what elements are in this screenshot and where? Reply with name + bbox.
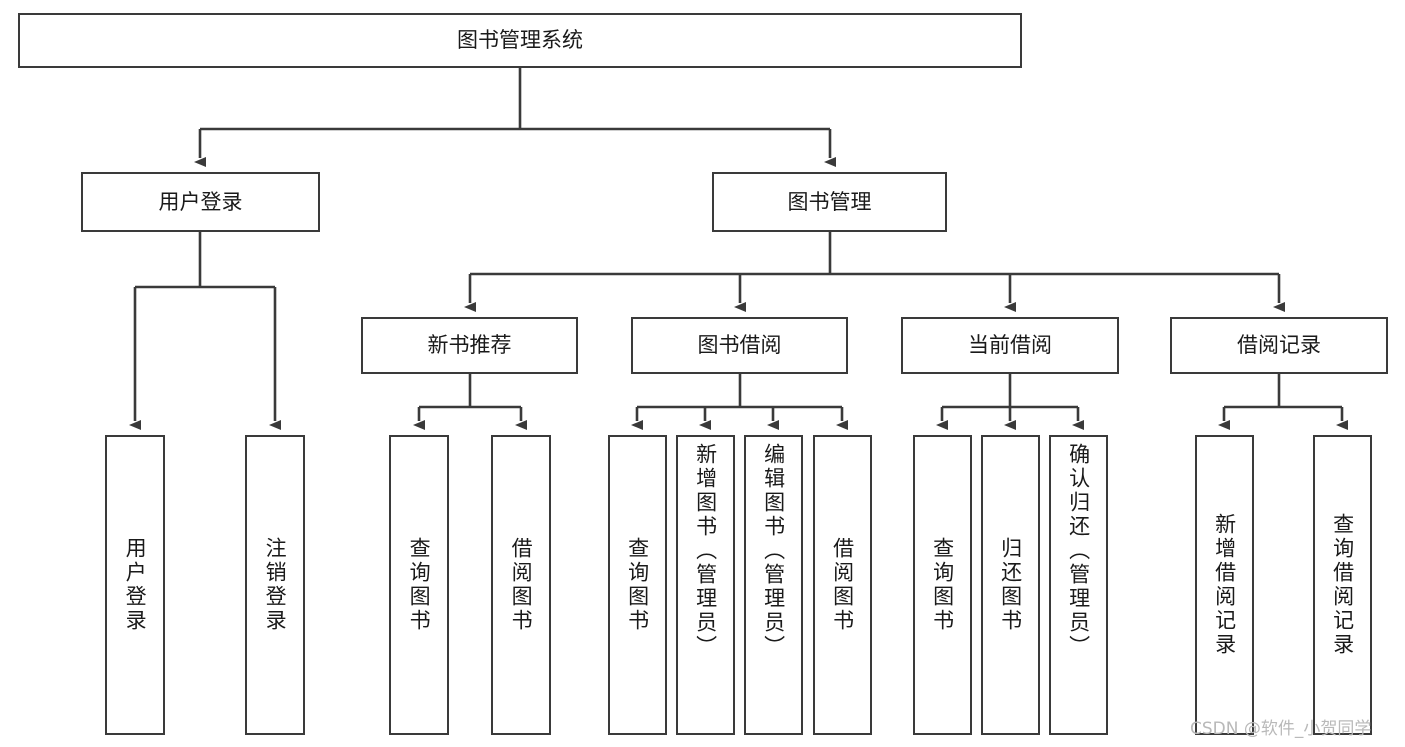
node-leaf-query-record-label: 查询借阅记录 xyxy=(1330,513,1355,657)
node-leaf-user-logout[interactable]: 注销登录 xyxy=(245,435,305,735)
node-leaf-confirm-return[interactable]: 确认归还（管理员） xyxy=(1049,435,1108,735)
node-current-borrow-label: 当前借阅 xyxy=(968,333,1052,358)
node-leaf-query-book-2[interactable]: 查询图书 xyxy=(608,435,667,735)
node-leaf-add-book[interactable]: 新增图书（管理员） xyxy=(676,435,735,735)
node-leaf-user-login[interactable]: 用户登录 xyxy=(105,435,165,735)
node-leaf-return-book-label: 归还图书 xyxy=(998,537,1023,633)
node-leaf-edit-book[interactable]: 编辑图书（管理员） xyxy=(744,435,803,735)
node-leaf-return-book[interactable]: 归还图书 xyxy=(981,435,1040,735)
node-borrow-record-label: 借阅记录 xyxy=(1237,333,1321,358)
node-leaf-query-record[interactable]: 查询借阅记录 xyxy=(1313,435,1372,735)
node-leaf-query-book-1-label: 查询图书 xyxy=(407,537,432,633)
node-new-book-recommend[interactable]: 新书推荐 xyxy=(361,317,578,374)
node-leaf-query-book-2-label: 查询图书 xyxy=(625,537,650,633)
node-book-borrow[interactable]: 图书借阅 xyxy=(631,317,848,374)
node-book-manage[interactable]: 图书管理 xyxy=(712,172,947,232)
node-leaf-add-record-label: 新增借阅记录 xyxy=(1212,513,1237,657)
node-leaf-confirm-return-label: 确认归还（管理员） xyxy=(1066,443,1091,659)
node-book-manage-label: 图书管理 xyxy=(787,189,872,214)
node-leaf-user-logout-label: 注销登录 xyxy=(263,537,288,633)
node-leaf-edit-book-label: 编辑图书（管理员） xyxy=(761,443,786,659)
node-user-login-label: 用户登录 xyxy=(158,189,243,214)
node-leaf-borrow-book-2-label: 借阅图书 xyxy=(830,537,855,633)
node-root-label: 图书管理系统 xyxy=(457,28,583,53)
node-leaf-query-book-1[interactable]: 查询图书 xyxy=(389,435,449,735)
node-borrow-record[interactable]: 借阅记录 xyxy=(1170,317,1388,374)
node-book-borrow-label: 图书借阅 xyxy=(697,333,782,358)
node-root[interactable]: 图书管理系统 xyxy=(18,13,1022,68)
node-leaf-borrow-book-1[interactable]: 借阅图书 xyxy=(491,435,551,735)
node-new-book-recommend-label: 新书推荐 xyxy=(427,333,512,358)
node-user-login[interactable]: 用户登录 xyxy=(81,172,320,232)
node-leaf-borrow-book-2[interactable]: 借阅图书 xyxy=(813,435,872,735)
node-leaf-query-book-3[interactable]: 查询图书 xyxy=(913,435,972,735)
node-leaf-borrow-book-1-label: 借阅图书 xyxy=(509,537,534,633)
node-leaf-add-book-label: 新增图书（管理员） xyxy=(693,443,718,659)
node-leaf-query-book-3-label: 查询图书 xyxy=(930,537,955,633)
node-leaf-add-record[interactable]: 新增借阅记录 xyxy=(1195,435,1254,735)
node-leaf-user-login-label: 用户登录 xyxy=(123,537,148,633)
node-current-borrow[interactable]: 当前借阅 xyxy=(901,317,1119,374)
watermark-text: CSDN @软件_小贺同学 xyxy=(1190,719,1372,739)
